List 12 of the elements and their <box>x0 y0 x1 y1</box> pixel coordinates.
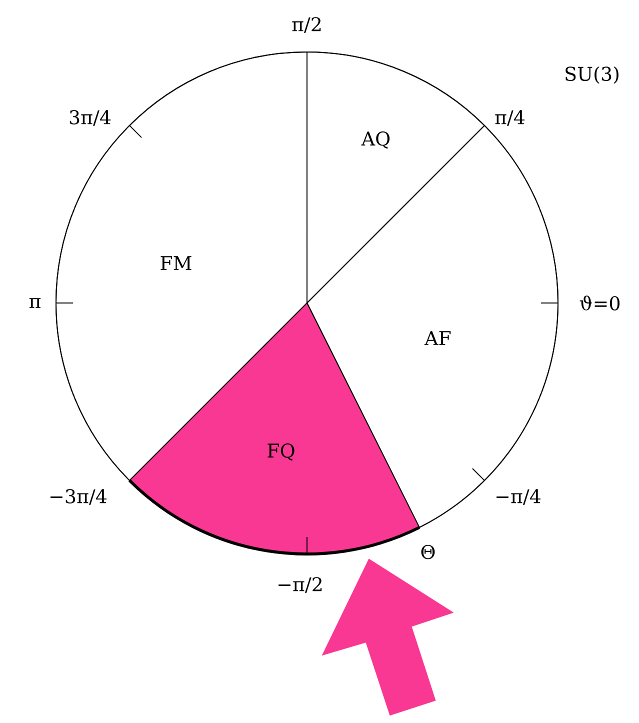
angle-label: 3π/4 <box>70 110 111 126</box>
angle-label: π/4 <box>495 110 525 126</box>
angle-label: −π/2 <box>278 577 322 593</box>
angle-label: ϑ=0 <box>580 296 620 310</box>
node-label: AQ <box>361 131 390 149</box>
angle-label: SU(3) <box>566 66 618 84</box>
angle-label: π/2 <box>292 17 321 33</box>
angle-label: −π/4 <box>496 489 540 505</box>
angle-label: Θ <box>421 544 435 560</box>
sector: FQ <box>128 302 420 556</box>
angle-label: −3π/4 <box>50 489 107 505</box>
block-arrow <box>322 558 454 716</box>
